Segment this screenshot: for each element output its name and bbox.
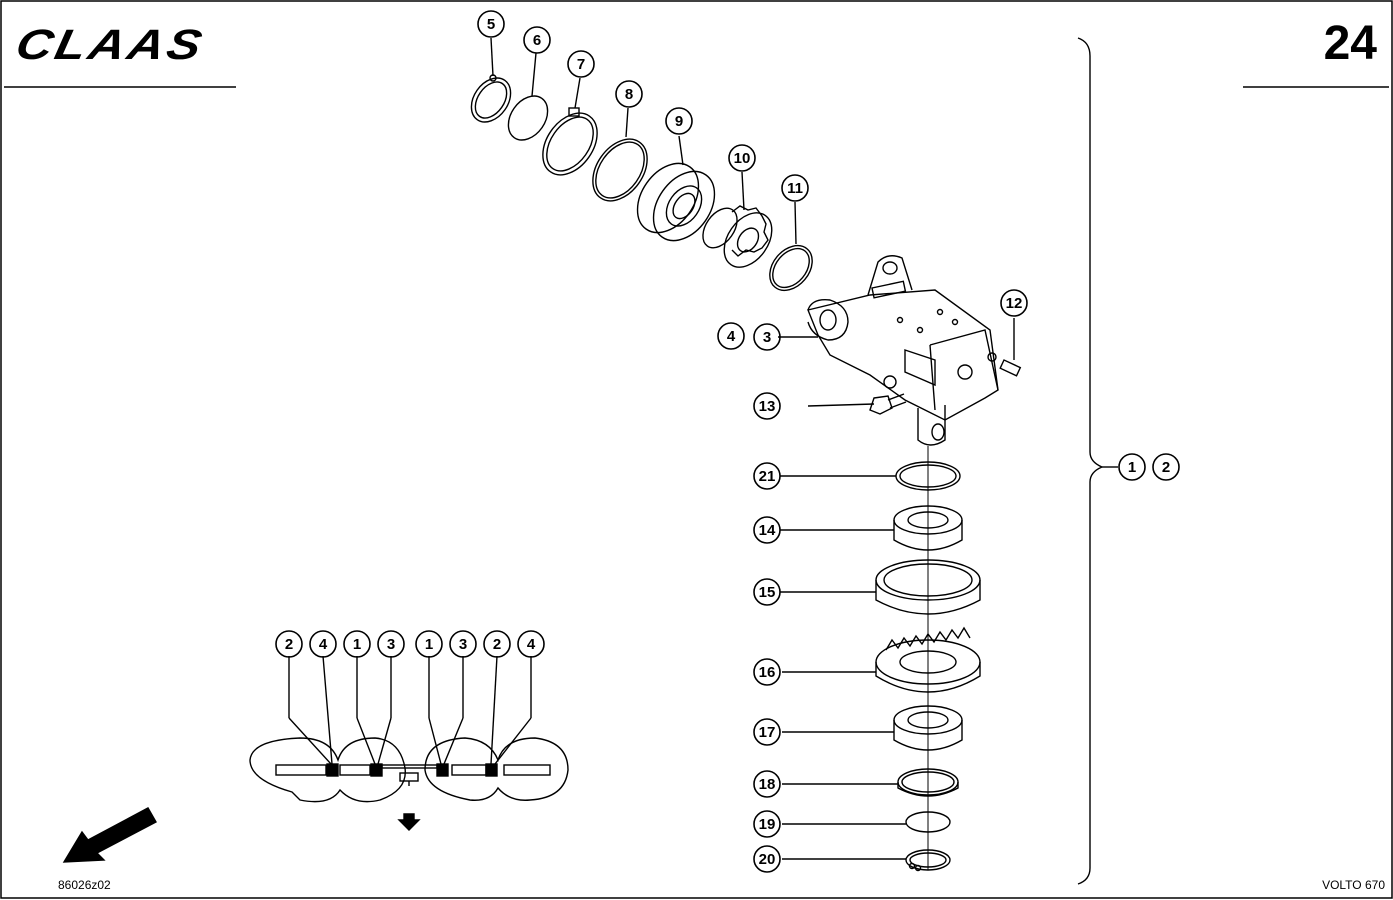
callout-circle bbox=[477, 10, 505, 38]
large-circlip-part bbox=[542, 77, 598, 176]
callout-circle bbox=[753, 770, 781, 798]
seal-ring-part bbox=[780, 461, 961, 491]
callout-circle bbox=[753, 658, 781, 686]
callout-16: 16 bbox=[759, 664, 776, 681]
lower-bearing-part bbox=[782, 705, 963, 751]
lower-circlip-part bbox=[782, 849, 951, 872]
page-number: 24 bbox=[1323, 17, 1377, 70]
callout-4: 4 bbox=[727, 328, 736, 345]
support-ring-part bbox=[782, 768, 959, 797]
callout-circle bbox=[753, 392, 781, 420]
callout-circle bbox=[1000, 289, 1028, 317]
callout-3: 3 bbox=[763, 329, 771, 346]
callout-circle bbox=[1152, 453, 1180, 481]
pinion-gear-part bbox=[702, 171, 773, 268]
inset-label: 4 bbox=[527, 636, 536, 653]
machine-model: VOLTO 670 bbox=[1322, 878, 1385, 892]
callout-circle bbox=[717, 322, 745, 350]
upper-bearing-part bbox=[780, 505, 963, 551]
callout-circle bbox=[753, 845, 781, 873]
callout-circle bbox=[483, 630, 511, 658]
callout-5: 5 bbox=[487, 16, 495, 33]
callout-7: 7 bbox=[577, 56, 585, 73]
callout-2: 2 bbox=[1162, 459, 1170, 476]
callout-15: 15 bbox=[759, 584, 776, 601]
o-ring-part bbox=[507, 52, 549, 141]
callout-circle bbox=[517, 630, 545, 658]
callout-circle bbox=[753, 323, 781, 351]
callout-1: 1 bbox=[1128, 459, 1136, 476]
inset-label: 4 bbox=[319, 636, 328, 653]
callout-circle bbox=[415, 630, 443, 658]
inset-label: 1 bbox=[425, 636, 433, 653]
callout-circle bbox=[343, 630, 371, 658]
spacer-ring-part bbox=[769, 201, 813, 292]
hex-bolt-part bbox=[807, 393, 907, 415]
inset-label: 3 bbox=[459, 636, 467, 653]
callout-21: 21 bbox=[759, 468, 776, 485]
callout-11: 11 bbox=[787, 180, 803, 197]
shim-ring-part bbox=[592, 107, 648, 202]
callout-circle bbox=[309, 630, 337, 658]
callout-circle bbox=[753, 810, 781, 838]
callout-18: 18 bbox=[759, 776, 776, 793]
callout-12: 12 bbox=[1006, 295, 1023, 312]
callout-circle bbox=[567, 50, 595, 78]
inset-label: 2 bbox=[493, 636, 501, 653]
callout-circle bbox=[728, 144, 756, 172]
travel-direction-arrow-icon bbox=[62, 807, 157, 863]
inset-label: 2 bbox=[285, 636, 293, 653]
callout-14: 14 bbox=[759, 522, 776, 539]
callout-17: 17 bbox=[759, 724, 776, 741]
callout-circle bbox=[615, 80, 643, 108]
bevel-gear-part bbox=[782, 626, 981, 693]
small-o-ring-part bbox=[782, 811, 951, 833]
callout-circle bbox=[449, 630, 477, 658]
callout-circle bbox=[665, 107, 693, 135]
circlip-part bbox=[470, 37, 512, 123]
assembly-bracket bbox=[1077, 37, 1104, 885]
callout-circle bbox=[753, 718, 781, 746]
callout-20: 20 bbox=[759, 851, 776, 868]
callout-6: 6 bbox=[533, 32, 541, 49]
callout-circle bbox=[753, 516, 781, 544]
callout-circle bbox=[275, 630, 303, 658]
drawing-code: 86026z02 bbox=[58, 878, 111, 892]
inset-label: 3 bbox=[387, 636, 395, 653]
callout-circle bbox=[753, 462, 781, 490]
callout-9: 9 bbox=[675, 113, 683, 130]
callout-circle bbox=[753, 578, 781, 606]
callout-19: 19 bbox=[759, 816, 776, 833]
callout-13: 13 bbox=[759, 398, 776, 415]
gearbox-housing-part bbox=[807, 255, 999, 446]
callout-circle bbox=[523, 26, 551, 54]
callout-circle bbox=[377, 630, 405, 658]
callout-circle bbox=[1118, 453, 1146, 481]
ball-bearing-part bbox=[636, 135, 716, 242]
thrust-ring-part bbox=[780, 559, 981, 615]
callout-8: 8 bbox=[625, 86, 633, 103]
cutterbar-inset bbox=[249, 655, 569, 831]
inset-label: 1 bbox=[353, 636, 361, 653]
callout-circle bbox=[781, 174, 809, 202]
roll-pin-part bbox=[999, 318, 1022, 377]
direction-arrow-icon bbox=[397, 813, 421, 831]
callout-10: 10 bbox=[734, 150, 751, 167]
